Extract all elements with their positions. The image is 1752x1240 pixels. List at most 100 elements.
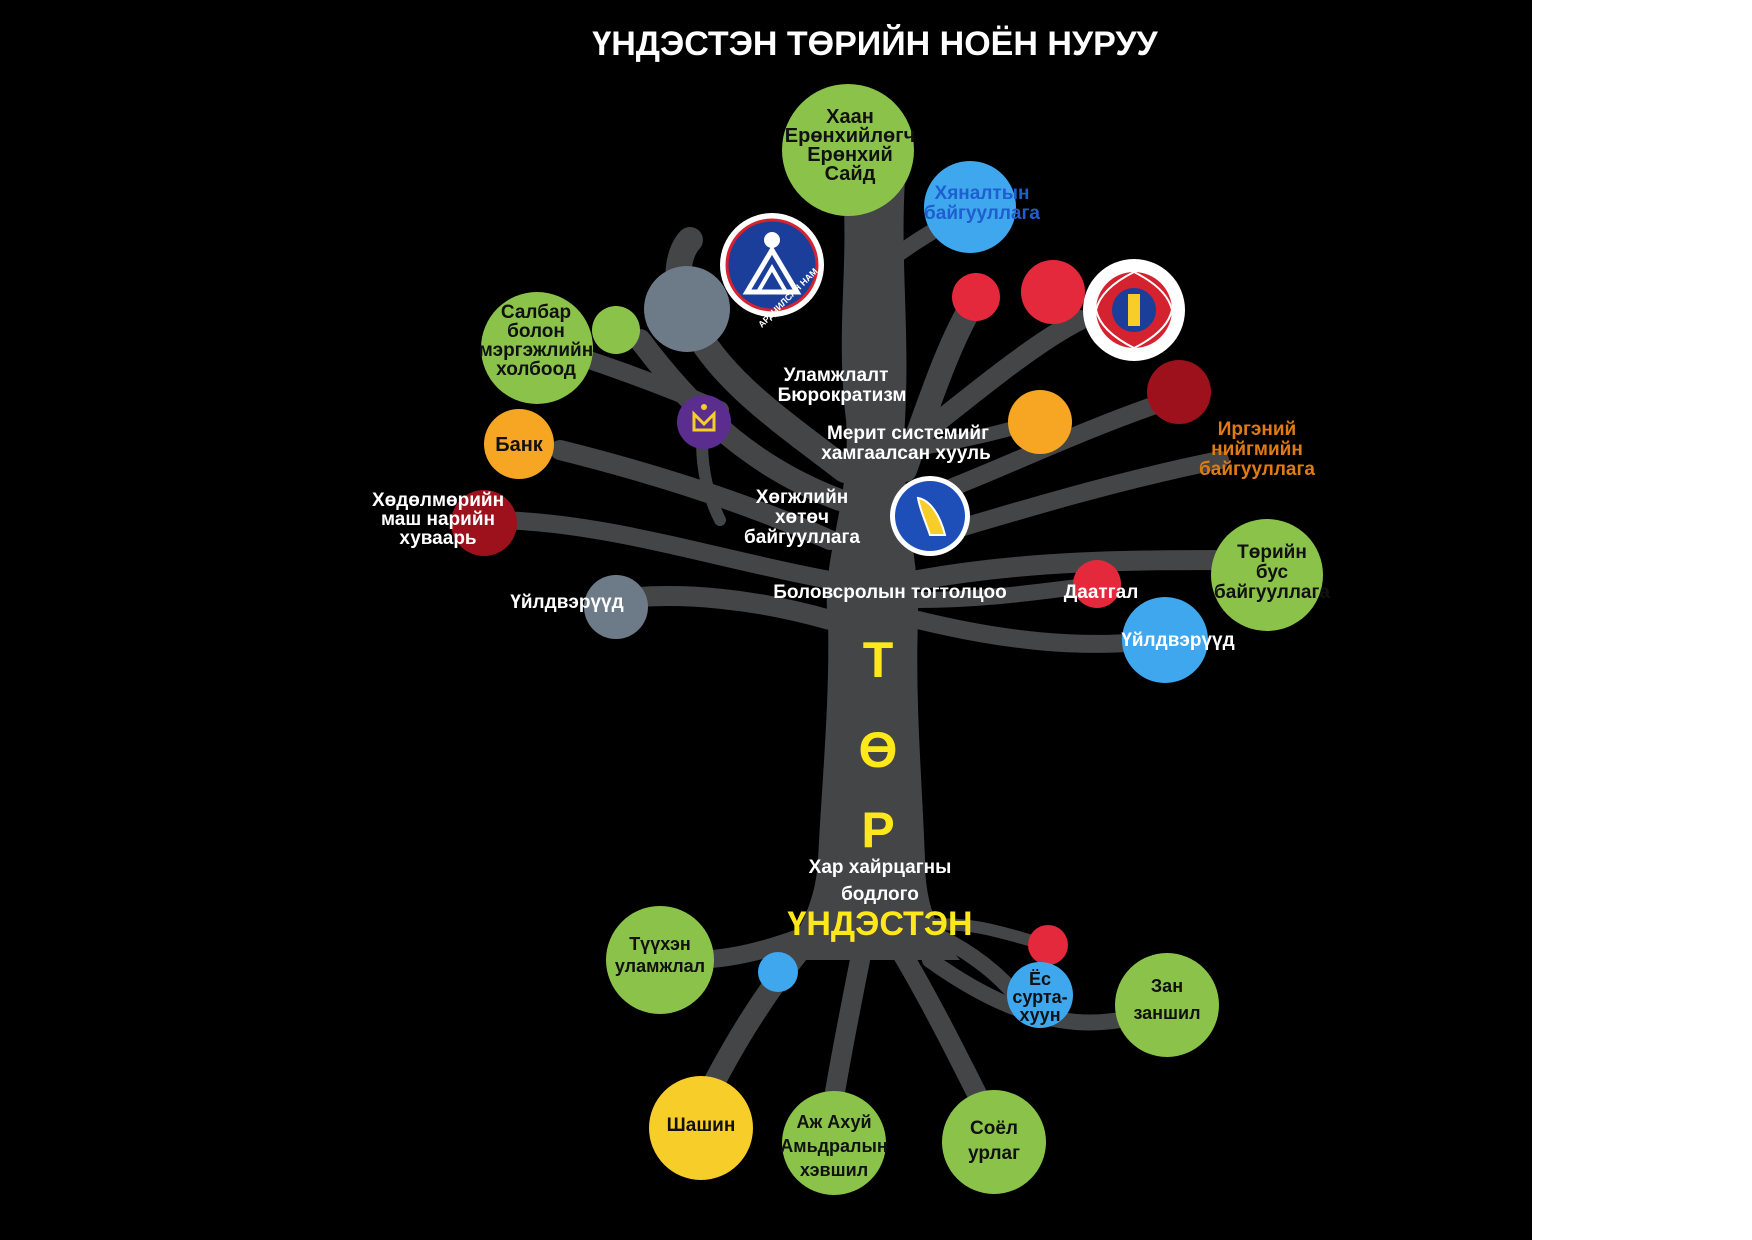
label-control-line-1: Хяналтын	[935, 183, 1030, 204]
state-emblem-logo	[1094, 270, 1174, 350]
label-culture-line-1: Соёл	[970, 1118, 1018, 1139]
label-nomadic-policy: Хар хайрцагны бодлого	[809, 857, 952, 905]
horn-icon	[916, 496, 947, 536]
label-ngo-line-3: байгууллага	[1214, 582, 1330, 603]
label-labor-line-1: Хөдөлмөрийн	[372, 490, 504, 511]
label-ethics-line-3: хуун	[1019, 1005, 1060, 1025]
tree-trunk	[780, 180, 960, 960]
label-religion: Шашин	[667, 1115, 736, 1136]
branch-left-bank	[550, 440, 840, 550]
circle-red-1	[952, 273, 1000, 321]
label-top-line-4: Сайд	[825, 163, 876, 185]
label-customs-line-2: заншил	[1133, 1003, 1200, 1023]
triangle-inner-icon	[754, 264, 790, 294]
label-top: Хаан Ерөнхийлөгч Ерөнхий Сайд	[785, 106, 915, 185]
label-ethics-line-2: сурта-	[1012, 987, 1067, 1007]
circle-bank	[484, 409, 554, 479]
label-insurance: Даатгал	[1064, 582, 1139, 603]
label-civil-line-2: нийгмийн	[1211, 439, 1303, 460]
root-label-nation: ҮНДЭСТЭН	[787, 905, 972, 943]
label-history: Түүхэн уламжлал	[615, 934, 705, 976]
label-control-line-2: байгууллага	[924, 203, 1040, 224]
label-tradition-bureaucracy: Уламжлалт Бюрократизм	[778, 365, 907, 406]
branch-left-labor	[481, 511, 839, 589]
crown-icon	[692, 410, 716, 432]
trunk-letter-o: Ө	[859, 722, 898, 778]
label-labor-line-3: хуваарь	[399, 528, 476, 549]
circle-blue-small	[758, 952, 798, 992]
page-title: ҮНДЭСТЭН ТӨРИЙН НОЁН НУРУУ	[592, 24, 1158, 63]
label-nomadic-line-2: бодлого	[841, 884, 919, 905]
circle-control	[924, 161, 1016, 253]
label-tradition-line-1: Уламжлалт	[784, 365, 889, 386]
label-ngo-line-1: Төрийн	[1237, 542, 1307, 563]
circle-lifestyle	[782, 1091, 886, 1195]
label-customs: Зан заншил	[1133, 976, 1200, 1023]
label-civil-line-1: Иргэний	[1218, 419, 1297, 440]
label-lifestyle-line-3: хэвшил	[800, 1160, 868, 1180]
label-history-line-1: Түүхэн	[629, 934, 691, 954]
circle-ngo	[1211, 519, 1323, 631]
label-merit: Мерит системийг хамгаалсан хууль	[821, 423, 991, 464]
purple-party-logo	[692, 404, 716, 432]
circle-culture	[942, 1090, 1046, 1194]
circle-ethics	[1007, 962, 1073, 1028]
label-merit-line-1: Мерит системийг	[827, 423, 989, 444]
label-culture-line-2: урлаг	[968, 1143, 1020, 1164]
circle-dark-red	[1147, 360, 1211, 424]
label-labor: Хөдөлмөрийн маш нарийн хуваарь	[372, 490, 504, 549]
branch-right-logo	[905, 310, 1090, 450]
label-civil-line-3: байгууллага	[1199, 459, 1315, 480]
label-tradition-line-2: Бюрократизм	[778, 385, 907, 406]
label-culture: Соёл урлаг	[968, 1118, 1020, 1164]
label-customs-line-1: Зан	[1151, 976, 1183, 996]
label-sector-line-3: мэргэжлийн	[479, 340, 593, 361]
label-ngo-line-2: бус	[1256, 562, 1289, 583]
development-org-logo	[916, 496, 947, 536]
label-lifestyle-line-2: Амьдралын	[780, 1136, 888, 1156]
label-history-line-2: уламжлал	[615, 956, 705, 976]
circle-religion	[649, 1076, 753, 1180]
circle-red-root	[1028, 925, 1068, 965]
circle-red-2	[1021, 260, 1085, 324]
circle-insurance	[1073, 560, 1121, 608]
label-development-line-2: хөтөч	[775, 507, 829, 528]
label-merit-line-2: хамгаалсан хууль	[821, 443, 991, 464]
circle-factories-right	[1122, 597, 1208, 683]
label-sector-line-4: холбоод	[496, 359, 576, 380]
circle-slate-upper	[644, 266, 730, 352]
label-factories-right: Үйлдвэрүүд	[1121, 630, 1234, 651]
democratic-logo-dot	[764, 232, 780, 248]
circle-orange-mid	[1008, 390, 1072, 454]
circle-green-small	[592, 306, 640, 354]
black-background	[0, 0, 1532, 1240]
label-ethics-line-1: Ёс	[1029, 969, 1051, 989]
label-sector-line-1: Салбар	[501, 302, 571, 323]
label-lifestyle: Аж Ахуй Амьдралын хэвшил	[780, 1112, 888, 1180]
label-top-line-2: Ерөнхийлөгч	[785, 125, 915, 147]
circle-history	[606, 906, 714, 1014]
label-nomadic-line-1: Хар хайрцагны	[809, 857, 952, 878]
purple-logo-dot	[701, 404, 707, 410]
label-factories-left: Үйлдвэрүүд	[510, 592, 623, 613]
label-labor-line-2: маш нарийн	[381, 509, 495, 530]
circle-customs	[1115, 953, 1219, 1057]
label-development-line-1: Хөгжлийн	[756, 487, 849, 508]
label-lifestyle-line-1: Аж Ахуй	[796, 1112, 871, 1132]
trunk-letter-t: Т	[863, 632, 894, 688]
label-sector-line-2: болон	[507, 321, 565, 342]
circle-sector	[481, 292, 593, 404]
circle-top	[782, 84, 914, 216]
circle-factories-left	[584, 575, 648, 639]
label-bank: Банк	[495, 434, 544, 456]
label-control: Хяналтын байгууллага	[924, 183, 1040, 224]
branch-left-mid	[629, 329, 851, 511]
label-development-line-3: байгууллага	[744, 527, 860, 548]
circle-labor	[451, 490, 517, 556]
label-ngo: Төрийн бус байгууллага	[1214, 542, 1330, 603]
label-top-line-3: Ерөнхий	[807, 144, 893, 166]
democratic-logo-ring	[725, 218, 819, 312]
label-ethics: Ёс сурта- хуун	[1012, 969, 1067, 1025]
soyombo-icon	[1128, 294, 1140, 326]
